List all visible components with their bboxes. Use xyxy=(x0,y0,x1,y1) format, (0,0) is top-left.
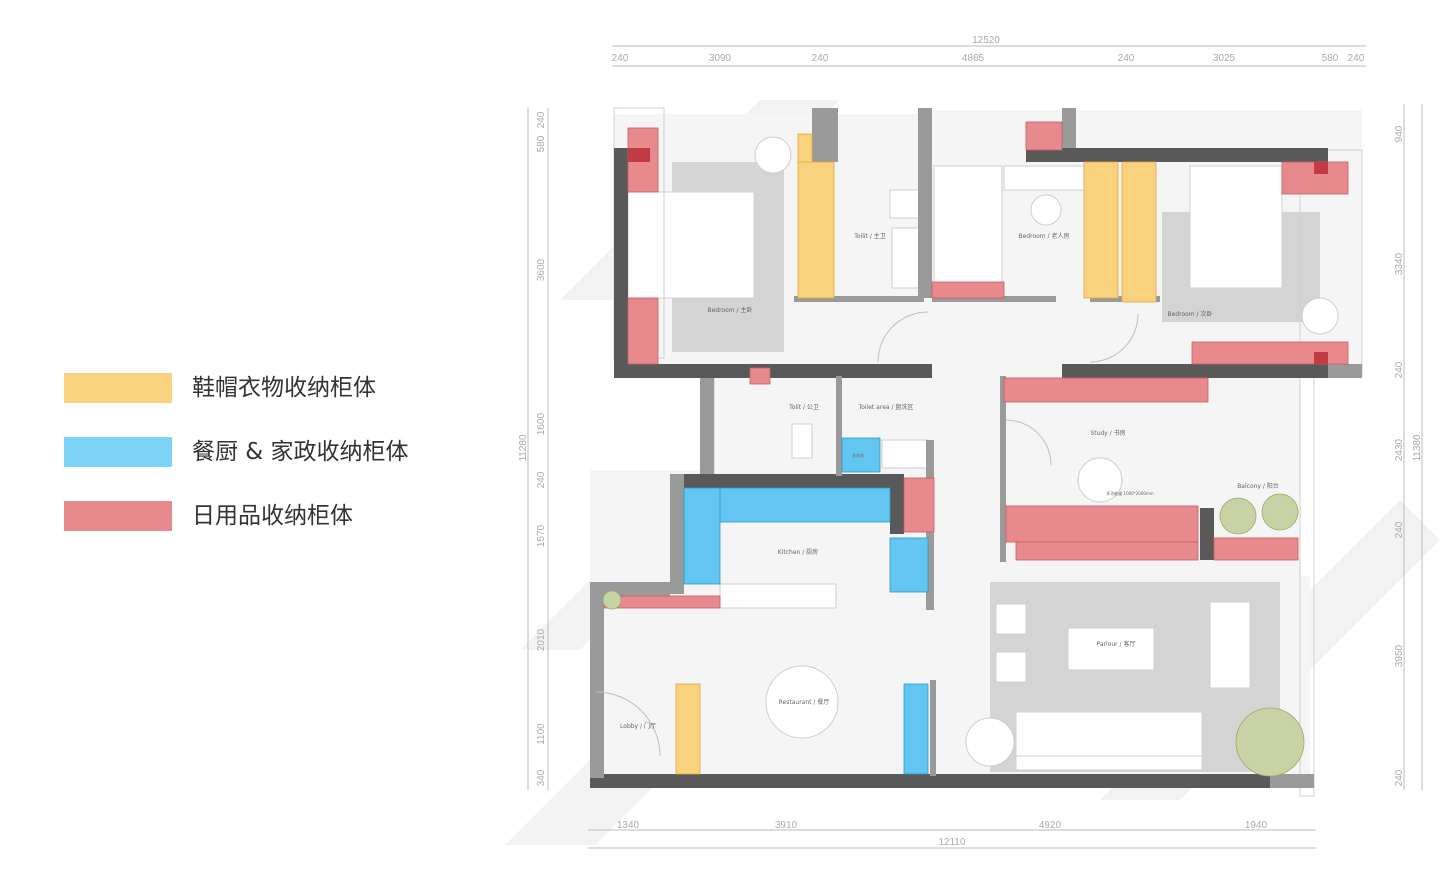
dim-left-4: 1600 xyxy=(536,412,547,435)
dim-right-5: 240 xyxy=(1394,521,1405,538)
wall-right-mid xyxy=(1062,364,1328,378)
storage-yellow xyxy=(675,133,1157,775)
dim-right-4: 2430 xyxy=(1394,438,1405,461)
dim-right-7: 240 xyxy=(1394,769,1405,786)
dim-left-9: 340 xyxy=(536,769,547,786)
dim-left-3: 3600 xyxy=(536,258,547,281)
dim-bottom-1: 1340 xyxy=(617,820,640,831)
chair-elder xyxy=(1030,194,1062,226)
room-label-study: Study / 书房 xyxy=(1090,429,1125,437)
dim-top-3: 240 xyxy=(812,53,829,64)
dim-right-6: 3950 xyxy=(1394,644,1405,667)
plant-balcony-1 xyxy=(1219,497,1257,535)
dim-left-8: 1100 xyxy=(536,723,547,745)
dim-bottom-total: 12110 xyxy=(938,837,966,848)
dim-top-2: 3090 xyxy=(709,53,732,64)
legend-swatch-yellow xyxy=(64,373,172,403)
legend-swatch-blue xyxy=(64,437,172,467)
room-label-kitchen: Kitchen / 厨房 xyxy=(778,548,818,556)
dim-top-total: 12520 xyxy=(972,35,1000,46)
dim-bottom-3: 4920 xyxy=(1039,820,1062,831)
dim-left-5: 240 xyxy=(536,471,547,488)
wall-kitchen-top xyxy=(670,474,904,488)
bed-master xyxy=(627,191,755,299)
legend-label: 餐厨 & 家政收纳柜体 xyxy=(192,439,409,465)
plant-lobby xyxy=(602,590,622,610)
dim-left-7: 2010 xyxy=(536,628,547,651)
room-label-elder-room: Bedroom / 老人房 xyxy=(1019,232,1070,240)
walls xyxy=(590,148,1328,788)
coffee-table xyxy=(1067,627,1155,671)
tv-cabinet xyxy=(1209,601,1251,689)
chair-second xyxy=(1301,297,1339,335)
storage-red xyxy=(603,121,1349,609)
dim-top-1: 240 xyxy=(612,53,629,64)
wall-master-left xyxy=(614,148,628,378)
furniture xyxy=(627,136,1339,771)
room-label-master-toilet: Toilit / 主卫 xyxy=(853,232,886,240)
dim-top-5: 240 xyxy=(1118,53,1135,64)
room-labels: Bedroom / 主卧 Toilit / 主卫 Bedroom / 老人房 B… xyxy=(620,232,1279,730)
wall-master-bottom xyxy=(614,364,932,378)
chair-master xyxy=(754,136,792,174)
doors xyxy=(595,311,1139,757)
wall-balcony xyxy=(1200,508,1214,560)
dim-right-2: 3340 xyxy=(1394,252,1405,275)
dim-right-total: 11380 xyxy=(1412,434,1423,462)
storage-blue xyxy=(683,437,929,775)
room-label-laundry: 洗衣机 xyxy=(852,452,864,458)
room-label-parlour: Parlour / 客厅 xyxy=(1097,640,1136,648)
laundry-sink xyxy=(881,439,929,469)
room-label-restaurant: Restaurant / 餐厅 xyxy=(779,698,830,706)
dimension-labels: 12520 240 3090 240 4865 240 3025 580 240… xyxy=(518,35,1423,848)
storage-red-accents xyxy=(628,148,1328,364)
kitchen-counter xyxy=(719,583,837,609)
plants xyxy=(602,493,1305,777)
dim-top-8: 240 xyxy=(1348,53,1365,64)
toilet-master xyxy=(889,189,921,219)
dim-bottom-4: 1940 xyxy=(1245,820,1268,831)
room-label-second-bedroom: Bedroom / 次卧 xyxy=(1168,310,1213,318)
room-label-study-note: 多功能桌 1000*2000mm xyxy=(1106,490,1154,496)
armchair-1 xyxy=(995,603,1027,635)
dimension-lines xyxy=(527,45,1423,849)
dim-right-1: 940 xyxy=(1394,125,1405,142)
bed-second xyxy=(1189,165,1283,289)
dim-left-1: 580 xyxy=(536,135,547,152)
study-chair xyxy=(1077,457,1123,503)
room-label-toilet-area: Toilet area / 盥洗区 xyxy=(858,403,914,411)
wall-bottom xyxy=(590,774,1270,788)
room-label-lobby: Lobby / 门厅 xyxy=(620,722,656,730)
wardrobe-elder-top xyxy=(1003,165,1085,191)
armchair-2 xyxy=(995,651,1027,683)
wall-kitchen-right xyxy=(890,474,904,534)
wall-top-right xyxy=(1026,148,1328,162)
dim-right-3: 240 xyxy=(1394,361,1405,378)
room-label-balcony: Balcony / 阳台 xyxy=(1237,482,1279,490)
bed-elder xyxy=(933,165,1003,285)
room-label-public-toilet: Tolit / 公卫 xyxy=(788,404,819,411)
dim-top-7: 580 xyxy=(1322,53,1339,64)
basin-public xyxy=(791,423,813,459)
side-table xyxy=(965,717,1015,767)
dim-left-6: 1570 xyxy=(536,524,547,547)
dim-left-total: 11280 xyxy=(518,434,529,462)
legend-label: 鞋帽衣物收纳柜体 xyxy=(192,375,376,401)
dim-top-4: 4865 xyxy=(962,53,985,64)
dim-left-2: 240 xyxy=(536,111,547,128)
plant-balcony-2 xyxy=(1261,493,1299,531)
room-label-master-bedroom: Bedroom / 主卧 xyxy=(708,306,753,314)
legend-swatch-red xyxy=(64,501,172,531)
sofa-base xyxy=(1015,755,1203,771)
plant-parlour xyxy=(1235,707,1305,777)
sofa xyxy=(1015,711,1203,759)
legend-label: 日用品收纳柜体 xyxy=(192,503,353,529)
dim-top-6: 3025 xyxy=(1213,53,1236,64)
dim-bottom-2: 3910 xyxy=(775,820,798,831)
dining-table xyxy=(765,665,839,739)
